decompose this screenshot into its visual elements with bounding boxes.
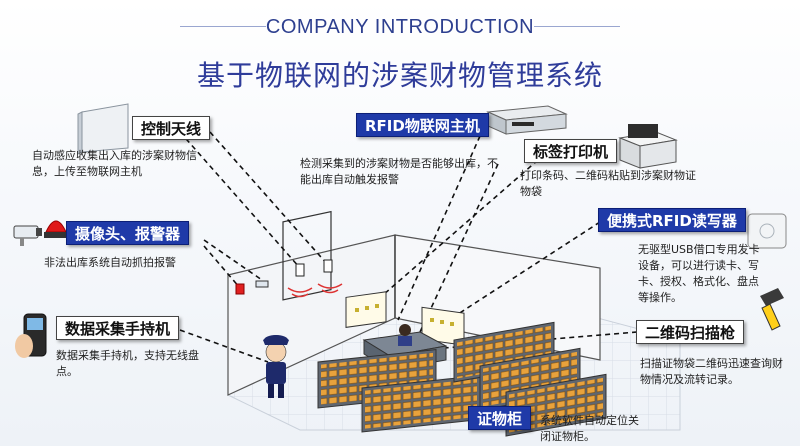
rfid-reader-icon bbox=[747, 213, 787, 249]
desc-label-printer: 打印条码、二维码粘贴到涉案财物证物袋 bbox=[520, 169, 696, 198]
label-printer-icon bbox=[618, 124, 678, 169]
evidence-cabinets bbox=[317, 321, 607, 437]
desc-rfid-host: 检测采集到的涉案财物是否能够出库，不能出库自动触发报警 bbox=[300, 157, 498, 186]
handheld-terminal-icon bbox=[15, 313, 47, 358]
police-figure bbox=[263, 335, 289, 398]
barcode-scanner-icon bbox=[760, 288, 784, 331]
wall-antennas bbox=[287, 259, 343, 298]
desc-evidence-cabinet: 系统软件自动定位关闭证物柜。 bbox=[540, 414, 639, 443]
wall-alarm-camera bbox=[235, 280, 269, 295]
desc-control-antenna: 自动感应收集出入库的涉案财物信息，上传至物联网主机 bbox=[32, 149, 197, 178]
label-evidence-cabinet: 证物柜 bbox=[468, 406, 532, 430]
label-handheld-terminal: 数据采集手持机 bbox=[56, 316, 180, 340]
header-title-en: COMPANY INTRODUCTION bbox=[265, 16, 535, 38]
desc-camera-alarm: 非法出库系统自动抓拍报警 bbox=[44, 256, 176, 269]
desc-qr-scanner: 扫描证物袋二维码迅速查询财物情况及流转记录。 bbox=[640, 357, 783, 386]
desc-portable-rfid-reader: 无驱型USB借口专用发卡设备，可以进行读卡、写卡、授权、格式化、盘点等操作。 bbox=[638, 243, 760, 304]
label-qr-scanner: 二维码扫描枪 bbox=[636, 320, 745, 344]
rfid-host-icon bbox=[486, 105, 568, 135]
label-label-printer: 标签打印机 bbox=[524, 139, 618, 163]
wall-monitors bbox=[345, 291, 465, 346]
alarm-light-icon bbox=[44, 220, 68, 238]
label-control-antenna: 控制天线 bbox=[132, 116, 211, 140]
header-rule-right bbox=[534, 26, 620, 27]
desc-handheld-terminal: 数据采集手持机，支持无线盘点。 bbox=[56, 349, 199, 378]
label-camera-alarm: 摄像头、报警器 bbox=[66, 221, 190, 245]
label-rfid-host: RFID物联网主机 bbox=[356, 113, 489, 137]
header-rule-left bbox=[180, 26, 266, 27]
header-title-cn: 基于物联网的涉案财物管理系统 bbox=[196, 59, 603, 92]
label-portable-rfid-reader: 便携式RFID读写器 bbox=[598, 208, 746, 232]
antenna-panel-icon bbox=[77, 103, 129, 155]
camera-icon bbox=[13, 225, 42, 246]
